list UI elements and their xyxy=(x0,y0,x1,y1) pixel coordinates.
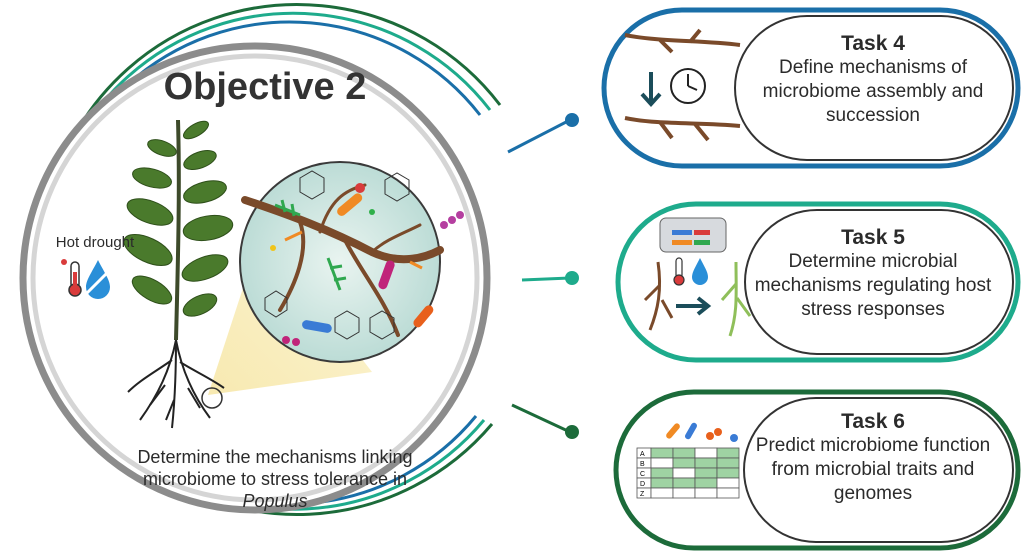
task6-connector-dot xyxy=(565,425,579,439)
table-cell xyxy=(672,477,696,489)
healthy-root-icon xyxy=(720,261,752,337)
task-connectors xyxy=(507,118,571,434)
task6-description: Predict microbiome function from microbi… xyxy=(755,435,991,504)
plant-icon xyxy=(123,119,234,429)
task5-description: Determine microbial mechanisms regulatin… xyxy=(754,251,992,320)
table-cell xyxy=(650,477,674,489)
water-drop-icon xyxy=(82,260,114,299)
objective-description: Determine the mechanisms linking microbi… xyxy=(130,446,420,512)
task4-description: Define mechanisms of microbiome assembly… xyxy=(762,57,984,126)
table-cell xyxy=(694,447,718,459)
table-row-label: B xyxy=(640,461,645,468)
task5-card xyxy=(615,201,1021,363)
bacteria-icon xyxy=(270,183,464,346)
table-cell xyxy=(672,457,696,469)
table-cell xyxy=(694,487,718,499)
table-cell xyxy=(650,467,674,479)
table-cell xyxy=(716,477,740,489)
root-zoom-marker xyxy=(201,387,223,409)
table-cell xyxy=(650,457,674,469)
task4-card xyxy=(601,7,1021,169)
root-icon xyxy=(624,28,741,142)
molecule-icon xyxy=(264,170,410,340)
task6-text: Task 6 Predict microbiome function from … xyxy=(748,410,998,506)
table-row-label: A xyxy=(640,451,645,458)
table-cell xyxy=(694,467,718,479)
thermometer-icon xyxy=(673,257,685,286)
table-cell xyxy=(672,487,696,499)
task6-title: Task 6 xyxy=(841,410,905,433)
thermometer-icon xyxy=(61,259,82,297)
table-cell xyxy=(672,467,696,479)
fungal-hyphae xyxy=(274,199,347,291)
table-row-label: D xyxy=(640,481,645,488)
table-cell xyxy=(650,487,674,499)
root-icon xyxy=(643,261,674,331)
task5-text: Task 5 Determine microbial mechanisms re… xyxy=(748,226,998,322)
stress-label: Hot drought xyxy=(55,234,135,251)
table-cell xyxy=(650,447,674,459)
table-row-label: C xyxy=(640,471,645,478)
table-cell xyxy=(672,447,696,459)
microbiome-zoom-circle xyxy=(239,161,464,363)
table-cell xyxy=(716,467,740,479)
table-row-label: Z xyxy=(640,491,645,498)
gene-expression-box xyxy=(659,217,727,253)
table-cell xyxy=(694,477,718,489)
right-arrow-icon xyxy=(676,296,712,316)
objective-title: Objective 2 xyxy=(163,66,367,108)
clock-icon xyxy=(670,68,706,104)
task5-title: Task 5 xyxy=(841,226,905,249)
bacteria-icon xyxy=(666,422,738,442)
task4-title: Task 4 xyxy=(841,32,905,55)
table-cell xyxy=(716,487,740,499)
task4-text: Task 4 Define mechanisms of microbiome a… xyxy=(748,32,998,128)
table-cell xyxy=(694,457,718,469)
water-drop-icon xyxy=(692,258,708,285)
objective-description-species: Populus xyxy=(242,491,308,511)
table-cell xyxy=(716,447,740,459)
task4-connector-dot xyxy=(565,113,579,127)
task5-connector-dot xyxy=(565,271,579,285)
table-cell xyxy=(716,457,740,469)
down-arrow-icon xyxy=(640,72,662,107)
objective-description-main: Determine the mechanisms linking microbi… xyxy=(137,447,413,489)
plant-roots xyxy=(127,339,225,429)
